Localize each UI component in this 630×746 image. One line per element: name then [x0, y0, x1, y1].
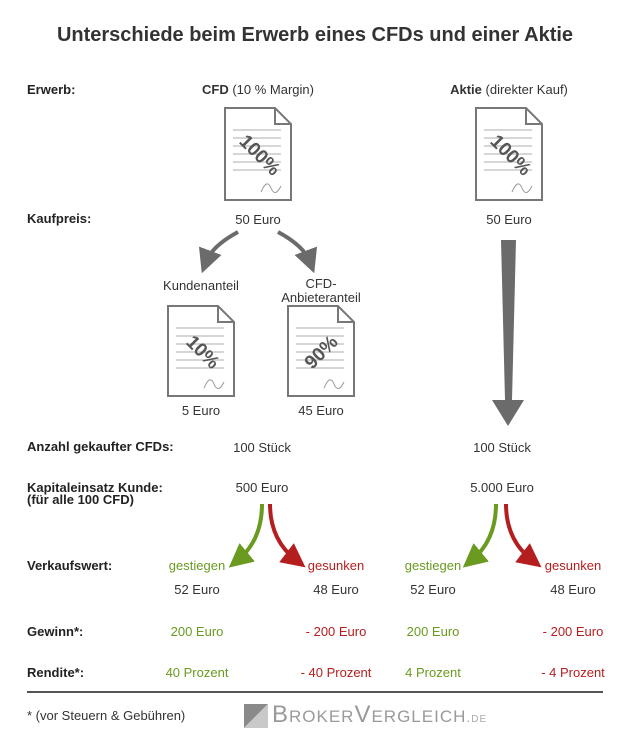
kunden-value: 5 Euro: [181, 403, 221, 418]
row-label-anzahl: Anzahl gekaufter CFDs:: [27, 439, 174, 454]
cfd-down-label: gesunken: [307, 558, 365, 573]
aktie-header-rest: (direkter Kauf): [481, 82, 568, 97]
cfd-up-value: 52 Euro: [174, 582, 220, 597]
page-title: Unterschiede beim Erwerb eines CFDs und …: [56, 24, 574, 46]
curved-arrow-icon: [462, 503, 498, 568]
anbieter-label-2: Anbieteranteil: [281, 290, 361, 305]
kunden-label: Kundenanteil: [163, 278, 239, 293]
row-label-verkaufswert: Verkaufswert:: [27, 558, 113, 573]
aktie-gewinn-down: - 200 Euro: [542, 624, 604, 639]
cfd-kapital: 500 Euro: [235, 480, 289, 495]
row-label-erwerb: Erwerb:: [27, 82, 76, 97]
aktie-up-value: 52 Euro: [410, 582, 456, 597]
row-label-kapital: Kapitaleinsatz Kunde:: [27, 480, 163, 495]
cfd-gewinn-down: - 200 Euro: [305, 624, 367, 639]
aktie-kapital: 5.000 Euro: [470, 480, 534, 495]
curved-arrow-icon: [198, 230, 239, 274]
row-label-rendite: Rendite*:: [27, 665, 85, 680]
arrow-down-icon: [492, 240, 524, 426]
aktie-down-value: 48 Euro: [550, 582, 596, 597]
brand-suffix: .de: [466, 709, 488, 725]
document-icon: 10%: [167, 305, 235, 397]
cfd-anzahl: 100 Stück: [233, 440, 291, 455]
row-label-kapital-sub: (für alle 100 CFD): [27, 492, 134, 507]
curved-arrow-icon: [504, 503, 542, 568]
curved-arrow-icon: [277, 230, 318, 274]
curved-arrow-icon: [268, 503, 306, 568]
aktie-price: 50 Euro: [486, 212, 532, 227]
aktie-header-bold: Aktie: [450, 82, 482, 97]
cfd-down-value: 48 Euro: [313, 582, 359, 597]
brand-name: BrokerVergleich.de: [272, 701, 487, 729]
cfd-up-label: gestiegen: [168, 558, 226, 573]
aktie-rendite-up: 4 Prozent: [405, 665, 461, 680]
anbieter-label-1: CFD-: [305, 276, 337, 291]
brand-main: BrokerVergleich: [272, 701, 467, 728]
document-icon: 100%: [224, 107, 292, 201]
cfd-header-bold: CFD: [202, 82, 229, 97]
row-label-kaufpreis: Kaufpreis:: [27, 211, 92, 226]
cfd-price: 50 Euro: [235, 212, 281, 227]
aktie-up-label: gestiegen: [404, 558, 462, 573]
curved-arrow-icon: [228, 503, 264, 568]
cfd-header: CFD (10 % Margin): [202, 82, 314, 97]
aktie-rendite-down: - 4 Prozent: [541, 665, 605, 680]
aktie-down-label: gesunken: [544, 558, 602, 573]
brand-logo-icon: [244, 704, 268, 728]
row-label-gewinn: Gewinn*:: [27, 624, 84, 639]
document-icon: 90%: [287, 305, 355, 397]
aktie-gewinn-up: 200 Euro: [406, 624, 460, 639]
cfd-rendite-up: 40 Prozent: [165, 665, 229, 680]
footnote: * (vor Steuern & Gebühren): [27, 708, 186, 723]
aktie-anzahl: 100 Stück: [473, 440, 531, 455]
cfd-header-rest: (10 % Margin): [228, 82, 314, 97]
cfd-rendite-down: - 40 Prozent: [300, 665, 372, 680]
cfd-gewinn-up: 200 Euro: [170, 624, 224, 639]
document-icon: 100%: [475, 107, 543, 201]
aktie-header: Aktie (direkter Kauf): [450, 82, 568, 97]
anbieter-value: 45 Euro: [298, 403, 344, 418]
